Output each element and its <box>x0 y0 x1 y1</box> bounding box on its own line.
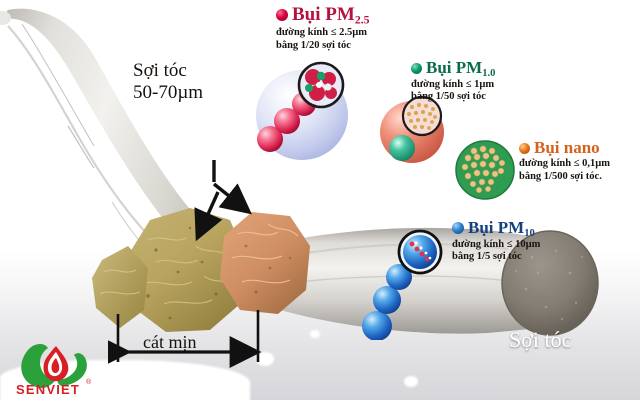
sand-size-label: cát mịn <box>143 332 197 352</box>
senviet-logo-text: SENVIET <box>16 382 81 397</box>
callout-pm10-subscript: 10 <box>524 227 535 239</box>
callout-pm10: Bụi PM10 đường kính ≤ 10µm bằng 1/5 sợi … <box>452 218 540 264</box>
callout-pm10-line1: đường kính ≤ 10µm <box>452 238 541 250</box>
particle-cluster-pm1 <box>380 95 444 163</box>
floor-highlight <box>404 376 418 387</box>
callout-pm25: Bụi PM2.5 đường kính ≤ 2.5µm bằng 1/20 s… <box>276 4 370 52</box>
callout-pm10-line2: bằng 1/5 sợi tóc <box>452 251 522 263</box>
registered-mark-icon: ® <box>86 379 92 386</box>
callout-pm1-name: Bụi PM <box>426 58 483 77</box>
callout-pm25-line2: bằng 1/20 sợi tóc <box>276 39 351 51</box>
hair-size-label-line1: Sợi tóc <box>133 60 187 81</box>
bullet-icon-nano <box>519 143 530 154</box>
hair-thickness-arrow <box>194 160 252 242</box>
callout-pm1: Bụi PM1.0 đường kính ≤ 1µm bằng 1/50 sợi… <box>411 58 495 104</box>
floor-highlight <box>310 330 320 338</box>
senviet-logo-icon <box>21 344 87 389</box>
bullet-icon-pm25 <box>276 9 288 21</box>
callout-pm1-line2: bằng 1/50 sợi tóc <box>411 91 486 103</box>
hair-size-label: Sợi tóc 50-70µm <box>133 60 203 104</box>
particle-cluster-pm25 <box>256 61 348 160</box>
callout-pm1-title: Bụi PM1.0 <box>411 58 495 79</box>
callout-pm10-name: Bụi PM <box>468 218 525 237</box>
callout-pm25-name: Bụi PM <box>292 4 355 25</box>
particle-cluster-nano <box>455 140 515 200</box>
bullet-icon-pm1 <box>411 63 422 74</box>
sand-width-dimension <box>108 310 262 368</box>
callout-nano: Bụi nano đường kính ≤ 0,1µm bằng 1/500 s… <box>519 138 610 183</box>
callout-nano-line2: bằng 1/500 sợi tóc. <box>519 170 602 182</box>
callout-pm10-title: Bụi PM10 <box>452 218 540 239</box>
callout-nano-line1: đường kính ≤ 0,1µm <box>519 158 611 169</box>
callout-pm1-line1: đường kính ≤ 1µm <box>411 78 495 90</box>
callout-pm25-line1: đường kính ≤ 2.5µm <box>276 27 368 39</box>
bullet-icon-pm10 <box>452 222 464 234</box>
hair-size-label-line2: 50-70µm <box>133 82 204 103</box>
callout-nano-name: Bụi nano <box>534 138 600 157</box>
hair-cross-section-label: Sợi tóc <box>509 327 572 352</box>
callout-pm1-subscript: 1.0 <box>482 67 496 79</box>
callout-pm25-title: Bụi PM2.5 <box>276 4 370 27</box>
particle-cluster-pm10 <box>362 229 443 340</box>
callout-pm25-subscript: 2.5 <box>354 13 370 27</box>
callout-nano-title: Bụi nano <box>519 138 610 158</box>
